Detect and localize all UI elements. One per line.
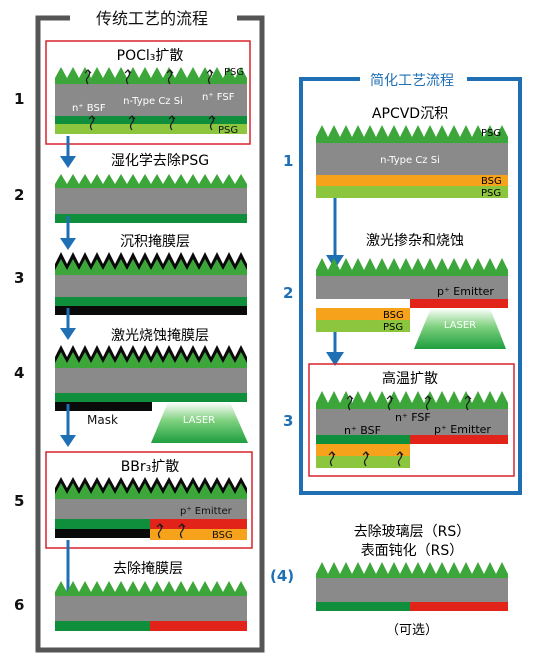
right-step2-bsg-label: BSG [383,310,404,321]
step1-wafer [55,67,247,134]
psg-bottom-layer [55,124,247,134]
step1-highlight-frame [45,40,251,145]
right-step1-ntype-label: n-Type Cz Si [380,155,440,166]
right-step2-psg-label: PSG [383,322,403,333]
left-step-number-5: 5 [14,492,24,510]
left-arrow-2 [60,216,76,250]
left-step-number-4: 4 [14,364,24,382]
step5-highlight-frame [45,451,253,549]
right-arrow-1 [326,198,344,269]
right-panel-title: 简化工艺流程 [370,72,454,89]
right-step3-pemitter-label: p⁺ Emitter [434,423,491,436]
right-step3-label: 高温扩散 [382,370,438,387]
right-step3-nbsf-label: n⁺ BSF [344,424,381,437]
right-step-number-3: 3 [283,412,293,430]
left-step-number-3: 3 [14,269,24,287]
step5-wafer [55,477,247,540]
right-step2-laser-beam [414,308,506,349]
step4-laser-label: LASER [183,415,215,426]
right-step1-label: APCVD沉积 [372,106,448,122]
step1-psg-top-label: PSG [224,67,244,78]
step1-psg-bottom-label: PSG [218,125,238,136]
right-step-number-2: 2 [283,284,293,302]
step4-wafer [55,345,247,411]
step2-label: 湿化学去除PSG [111,153,209,169]
step1-nfsf-label: n⁺ FSF [202,92,235,103]
step5-label: BBr₃扩散 [121,459,180,475]
right-step-number-1: 1 [283,152,293,170]
optional-step-note: （可选） [386,623,438,638]
step4-laser-beam [151,402,248,443]
right-step1-wafer [316,125,508,198]
right-step3-highlight-frame [308,363,515,477]
right-step2-wafer [316,258,508,332]
left-step-number-6: 6 [14,596,24,614]
step2-wafer [55,174,247,223]
step1-ntype-label: n-Type Cz Si [123,96,183,107]
left-panel-title: 传统工艺的流程 [96,9,208,28]
step1-label: POCl₃扩散 [117,48,184,64]
step5-pemitter-label: p⁺ Emitter [180,506,233,517]
left-arrow-1 [60,136,76,168]
silicon-body [55,84,247,116]
step4-mask-label: Mask [87,413,118,427]
right-step2-laser-label: LASER [444,320,476,331]
right-panel-frame [299,77,522,495]
optional-step-label-line1: 去除玻璃层（RS） [354,523,471,540]
step6-label: 去除掩膜层 [113,561,183,577]
optional-step-wafer [316,562,508,611]
texture-top [55,67,247,86]
left-step-number-2: 2 [14,186,24,204]
step1-nbsf-label: n⁺ BSF [72,103,106,114]
left-arrow-4 [60,404,76,447]
optional-step-number: (4) [270,567,294,585]
right-step1-bsg-label: BSG [481,176,502,187]
left-step-number-1: 1 [14,90,24,108]
left-panel-frame [35,15,265,653]
right-arrow-2 [326,332,344,366]
right-step1-psg-bottom-label: PSG [481,188,501,199]
step6-wafer [55,581,247,631]
right-step3-nfsf-label: n⁺ FSF [395,411,431,424]
step4-label: 激光烧蚀掩膜层 [111,327,209,344]
bsf-layer [55,116,247,124]
optional-step-label-line2: 表面钝化（RS） [361,543,464,559]
step3-wafer [55,252,247,315]
right-step2-label: 激光掺杂和烧蚀 [366,232,464,249]
right-step3-wafer [316,391,508,468]
right-step1-psg-top-label: PSG [481,128,501,139]
step3-label: 沉积掩膜层 [120,234,190,250]
left-arrow-3 [60,308,76,340]
right-step2-pemitter-label: p⁺ Emitter [437,285,494,298]
step5-bsg-label: BSG [212,530,233,541]
